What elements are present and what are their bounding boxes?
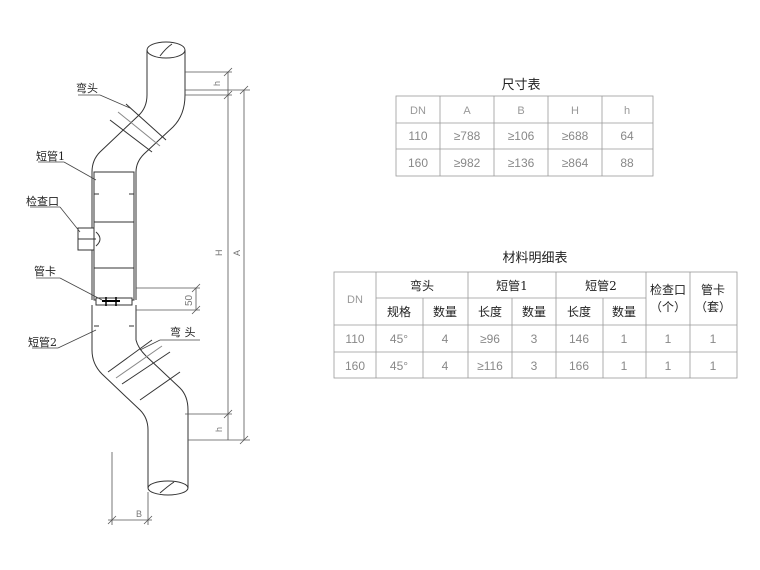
bottom-pipe <box>147 430 189 496</box>
label-short-pipe-2: 短管2 <box>28 335 57 349</box>
mt-sub-spec: 规格 <box>387 304 411 319</box>
size-table-header: B <box>517 105 524 117</box>
mt-group-elbow: 弯头 <box>410 278 434 293</box>
dim-H: H <box>214 250 224 257</box>
size-table-cell: ≥864 <box>562 156 589 170</box>
mt-col-dn: DN <box>347 294 363 306</box>
size-table-cell: 160 <box>408 156 428 170</box>
mt-sub-qty-pipe2: 数量 <box>612 304 636 319</box>
label-elbow-top: 弯头 <box>76 81 98 95</box>
mt-sub-qty-elbow: 数量 <box>433 304 457 319</box>
label-elbow-bottom: 弯 头 <box>170 325 196 339</box>
size-table-cell: 64 <box>620 129 634 143</box>
dim-B: B <box>136 509 142 519</box>
material-table-cell: 166 <box>569 359 589 373</box>
material-table-cell: ≥96 <box>480 332 500 346</box>
material-table-cell: 1 <box>621 359 628 373</box>
material-table-cell: 110 <box>345 332 364 346</box>
material-table-cell: 3 <box>531 332 538 346</box>
size-table-cell: 88 <box>620 156 634 170</box>
mt-group-pipe2: 短管2 <box>585 278 617 293</box>
dim-A: A <box>232 250 242 256</box>
material-table-cell: 45° <box>390 332 408 346</box>
top-elbow <box>91 94 186 173</box>
mt-col-port-2: （个） <box>650 300 686 314</box>
material-table-cell: 1 <box>710 359 717 373</box>
mt-sub-len-pipe1: 长度 <box>478 304 502 319</box>
size-table-cell: ≥106 <box>508 129 535 143</box>
material-table-cell: 4 <box>442 359 449 373</box>
short-pipe-1 <box>91 171 137 300</box>
material-table-cell: 4 <box>442 332 449 346</box>
material-table-cell: 1 <box>710 332 717 346</box>
material-table: 材料明细表 DN 弯头 短管1 短管2 检查口 （个） 管卡 （套） 规格 数量… <box>333 251 738 379</box>
size-table-cell: ≥136 <box>508 156 535 170</box>
short-pipe-2 <box>91 305 137 350</box>
mt-sub-qty-pipe1: 数量 <box>522 304 546 319</box>
dim-h-top: h <box>212 81 222 86</box>
size-table-cell: ≥788 <box>454 129 481 143</box>
callout-leaders <box>30 94 200 351</box>
label-short-pipe-1: 短管1 <box>36 149 65 163</box>
label-inspection-port: 检查口 <box>26 194 59 208</box>
size-table-header: H <box>571 105 579 117</box>
callout-texts: 弯头 短管1 检查口 管卡 短管2 弯 头 <box>26 81 196 349</box>
label-pipe-clamp: 管卡 <box>34 264 56 278</box>
size-table-title: 尺寸表 <box>501 78 540 93</box>
material-table-cell: ≥116 <box>477 359 503 373</box>
material-table-title: 材料明细表 <box>502 251 567 266</box>
material-table-cell: 146 <box>569 332 589 346</box>
size-table-header: h <box>624 105 630 117</box>
material-table-cell: 1 <box>665 332 672 346</box>
pipe-clamp <box>93 267 135 306</box>
top-pipe <box>146 41 186 95</box>
material-table-cell: 45° <box>390 359 408 373</box>
mt-col-clamp-2: （套） <box>695 300 731 314</box>
size-table-cell: 110 <box>408 129 427 143</box>
mt-col-clamp-1: 管卡 <box>701 282 725 297</box>
dimension-texts: h H A h 50 B <box>136 81 242 519</box>
size-table-cell: ≥982 <box>454 156 481 170</box>
material-table-cell: 1 <box>621 332 628 346</box>
mt-group-pipe1: 短管1 <box>496 278 528 293</box>
pipe-assembly <box>77 41 189 496</box>
mt-col-port-1: 检查口 <box>650 282 686 297</box>
dim-clamp-offset: 50 <box>184 294 195 306</box>
material-table-cell: 1 <box>665 359 672 373</box>
size-table-header: DN <box>410 105 426 117</box>
inspection-port <box>77 221 135 269</box>
mt-sub-len-pipe2: 长度 <box>567 304 591 319</box>
material-table-cell: 160 <box>345 359 365 373</box>
material-table-cell: 3 <box>531 359 538 373</box>
bottom-elbow <box>91 339 189 431</box>
size-table-header: A <box>463 105 471 117</box>
size-table-cell: ≥688 <box>562 129 589 143</box>
dimension-lines <box>107 67 250 525</box>
dim-h-bottom: h <box>214 427 224 432</box>
